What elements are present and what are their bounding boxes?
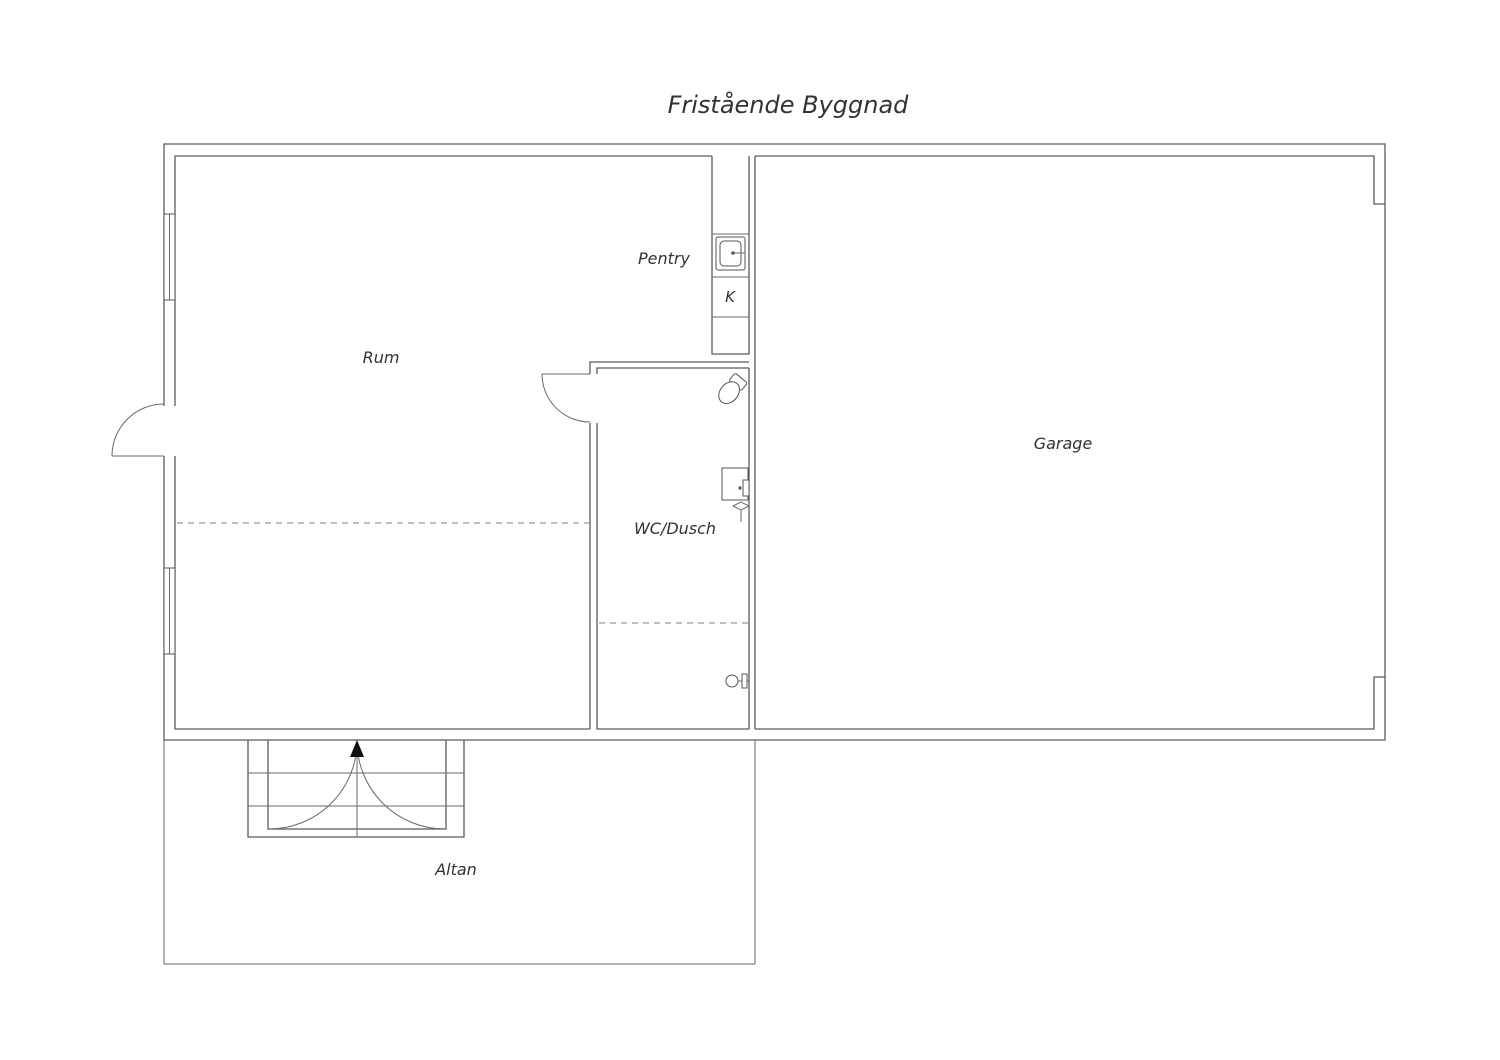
kitchen-mark: K [725, 288, 736, 306]
shower-icon [725, 673, 749, 689]
toilet-icon [718, 373, 748, 404]
outer-walls [163, 143, 1386, 741]
sink-icon [715, 236, 746, 271]
window-left-lower [163, 567, 176, 655]
arrow-up-icon [350, 740, 364, 757]
plan-title: Fristående Byggnad [668, 90, 910, 119]
room-label-rum: Rum [363, 348, 400, 367]
wc-walls [589, 361, 750, 730]
room-label-wc: WC/Dusch [634, 519, 716, 538]
left-entry-door [111, 403, 165, 457]
wc-door [541, 373, 591, 423]
pentry-walls [711, 156, 756, 729]
window-left-upper [163, 213, 176, 301]
double-door [268, 739, 446, 830]
room-label-pentry: Pentry [638, 249, 690, 268]
washbasin-icon [721, 467, 751, 522]
altan-outline [163, 740, 756, 965]
room-label-garage: Garage [1034, 434, 1093, 453]
room-label-altan: Altan [434, 860, 477, 879]
